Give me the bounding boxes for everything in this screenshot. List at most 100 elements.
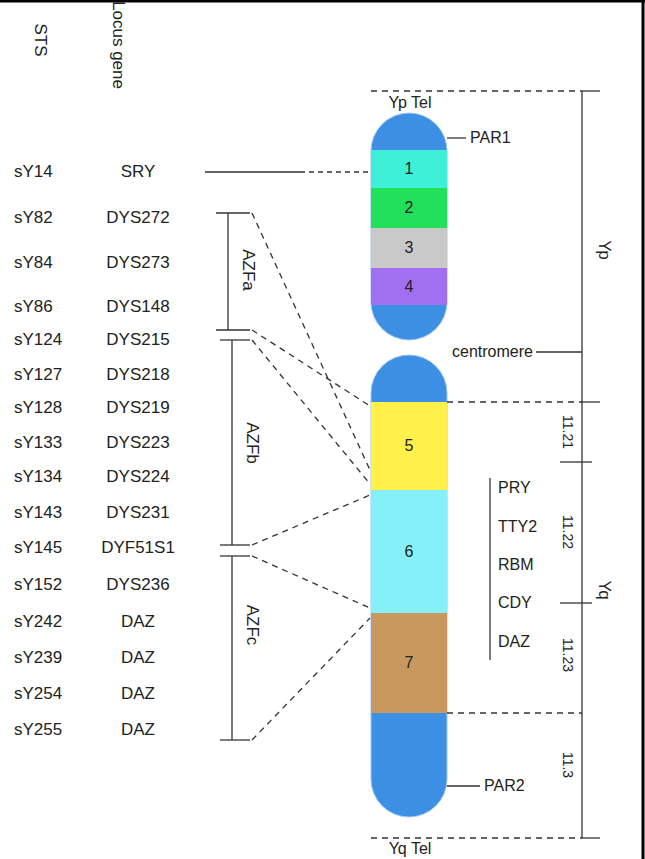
mapping-line bbox=[252, 618, 370, 740]
band-number: 2 bbox=[405, 199, 414, 217]
sts-marker: sY128 bbox=[14, 399, 62, 418]
gene-name: CDY bbox=[498, 594, 532, 612]
bracket bbox=[220, 739, 250, 740]
leader-line bbox=[447, 785, 480, 786]
leader-line bbox=[536, 351, 582, 352]
band-number: 3 bbox=[405, 239, 414, 257]
sts-marker: sY84 bbox=[14, 254, 53, 273]
boundary-line bbox=[371, 90, 582, 91]
frame-line bbox=[642, 0, 645, 859]
region-label: centromere bbox=[452, 343, 533, 361]
azf-region: AZFc bbox=[243, 605, 262, 646]
locus-gene: DAZ bbox=[121, 685, 155, 704]
sts-marker: sY255 bbox=[14, 721, 62, 740]
sts-marker: sY143 bbox=[14, 504, 62, 523]
mapping-line bbox=[252, 556, 370, 608]
band-code: 11.3 bbox=[559, 752, 574, 778]
azf-region: AZFa bbox=[239, 249, 258, 291]
locus-gene: DYS224 bbox=[106, 468, 169, 487]
sts-marker: sY82 bbox=[14, 209, 53, 228]
chromosome-band: 4 bbox=[371, 268, 447, 305]
sts-marker: sY133 bbox=[14, 434, 62, 453]
bracket bbox=[220, 339, 250, 340]
sts-marker: sY134 bbox=[14, 468, 62, 487]
locus-gene: DYS231 bbox=[106, 504, 169, 523]
locus-gene: SRY bbox=[121, 163, 156, 182]
azf-region: AZFb bbox=[243, 422, 262, 464]
locus-gene: DYS273 bbox=[106, 254, 169, 273]
lower-arm bbox=[371, 355, 447, 817]
gene-name: RBM bbox=[498, 556, 534, 574]
locus-gene: DYS215 bbox=[106, 331, 169, 350]
locus-gene: DYF51S1 bbox=[101, 539, 175, 558]
locus-gene: DAZ bbox=[121, 721, 155, 740]
sts-marker: sY152 bbox=[14, 576, 62, 595]
leader-lines bbox=[205, 91, 600, 838]
region-label: PAR1 bbox=[470, 129, 511, 147]
sts-marker: sY86 bbox=[14, 298, 53, 317]
telomere-label: Yq Tel bbox=[389, 840, 432, 858]
boundary-line bbox=[447, 401, 582, 402]
sts-marker: sY242 bbox=[14, 613, 62, 632]
locus-gene: DYS218 bbox=[106, 366, 169, 385]
scale-tick bbox=[560, 461, 592, 462]
arm-label: Yp bbox=[595, 240, 614, 260]
leader-line bbox=[205, 171, 300, 172]
arm-label: Yq bbox=[595, 580, 614, 599]
bracket bbox=[216, 329, 250, 330]
mapping-line bbox=[252, 495, 370, 545]
mapping-line bbox=[252, 213, 370, 470]
bracket bbox=[220, 544, 250, 545]
mapping-line bbox=[252, 340, 370, 484]
bracket bbox=[220, 555, 250, 556]
band-code: 11.21 bbox=[559, 415, 574, 449]
scale-tick bbox=[560, 602, 592, 603]
chromosome-band: 2 bbox=[371, 188, 447, 228]
bracket bbox=[216, 212, 250, 213]
boundary-line bbox=[447, 712, 582, 713]
chromosome-band: 6 bbox=[371, 490, 447, 613]
sts-marker: sY145 bbox=[14, 539, 62, 558]
bracket bbox=[227, 213, 228, 330]
chromosome-band: 3 bbox=[371, 228, 447, 268]
locus-gene: DYS148 bbox=[106, 298, 169, 317]
mapping-lines bbox=[252, 91, 582, 838]
sts-marker: sY254 bbox=[14, 685, 62, 704]
gene-name: TTY2 bbox=[498, 518, 537, 536]
bracket bbox=[231, 340, 232, 545]
chromosome-band: 5 bbox=[371, 402, 447, 490]
locus-gene: DYS223 bbox=[106, 434, 169, 453]
locus-gene: DAZ bbox=[121, 613, 155, 632]
chromosome-band: 7 bbox=[371, 613, 447, 713]
band-number: 4 bbox=[405, 278, 414, 296]
region-label: PAR2 bbox=[484, 777, 525, 795]
column-header: STS bbox=[31, 23, 50, 56]
chromosome-band: 1 bbox=[371, 150, 447, 188]
locus-gene: DYS236 bbox=[106, 576, 169, 595]
bracket bbox=[231, 556, 232, 740]
band-code: 11.22 bbox=[559, 515, 574, 549]
gene-name: PRY bbox=[498, 479, 531, 497]
locus-gene: DAZ bbox=[121, 649, 155, 668]
scale-tick bbox=[582, 837, 600, 838]
scale-tick bbox=[582, 401, 600, 402]
boundary-line bbox=[371, 837, 582, 838]
column-header: Locus gene bbox=[109, 1, 128, 89]
gene-name: DAZ bbox=[498, 633, 530, 651]
sts-marker: sY124 bbox=[14, 331, 62, 350]
upper-arm bbox=[371, 113, 447, 340]
leader-line bbox=[300, 171, 370, 172]
telomere-label: Yp Tel bbox=[389, 94, 432, 112]
sts-marker: sY14 bbox=[14, 163, 53, 182]
band-number: 1 bbox=[405, 160, 414, 178]
sts-marker: sY127 bbox=[14, 366, 62, 385]
band-number: 7 bbox=[405, 654, 414, 672]
scale-tick bbox=[582, 90, 600, 91]
leader-line bbox=[447, 137, 466, 138]
locus-gene: DYS272 bbox=[106, 209, 169, 228]
frame-line bbox=[0, 0, 645, 3]
band-number: 5 bbox=[405, 437, 414, 455]
